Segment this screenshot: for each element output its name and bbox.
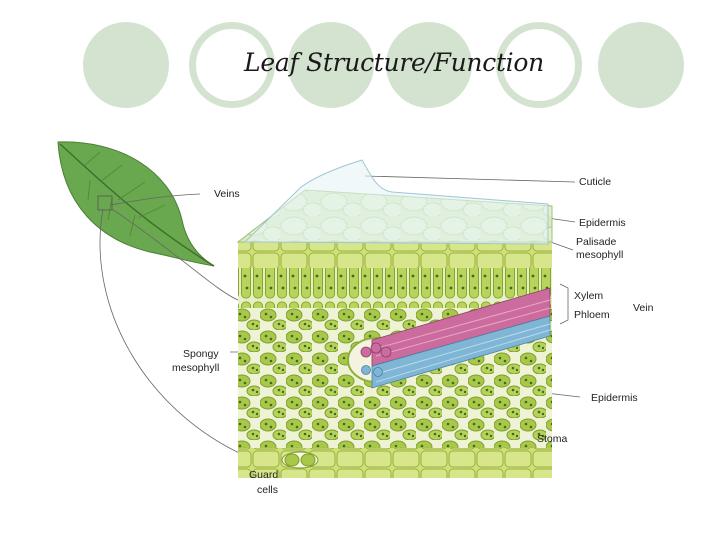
label-phloem: Phloem — [574, 309, 610, 321]
label-guard-line2: cells — [257, 484, 279, 496]
label-palisade-line2: mesophyll — [576, 249, 624, 261]
label-spongy-line1: Spongy — [183, 348, 219, 360]
cuticle-sheet — [243, 159, 549, 245]
decor-circle-3 — [288, 22, 374, 108]
whole-leaf — [57, 141, 215, 267]
decor-circle-1 — [83, 22, 169, 108]
decor-circle-6 — [598, 22, 684, 108]
label-xylem: Xylem — [574, 290, 604, 302]
decor-circle-4 — [386, 22, 472, 108]
label-cuticle: Cuticle — [579, 176, 612, 188]
label-stoma: Stoma — [537, 433, 568, 445]
label-lower-epidermis: Epidermis — [591, 392, 638, 404]
slide-title: Leaf Structure/Function — [244, 48, 544, 77]
decor-circle-5 — [496, 22, 582, 108]
label-upper-epidermis: Epidermis — [579, 217, 626, 229]
vein-bundle — [347, 287, 551, 389]
label-vein: Vein — [633, 302, 654, 314]
label-palisade-line1: Palisade — [576, 236, 617, 248]
label-spongy-line2: mesophyll — [172, 362, 220, 374]
decor-circle-2 — [189, 22, 275, 108]
label-guard-line1: Guard — [249, 469, 279, 481]
stoma — [281, 451, 319, 469]
label-veins: Veins — [214, 188, 240, 200]
block-side-face — [238, 242, 552, 478]
